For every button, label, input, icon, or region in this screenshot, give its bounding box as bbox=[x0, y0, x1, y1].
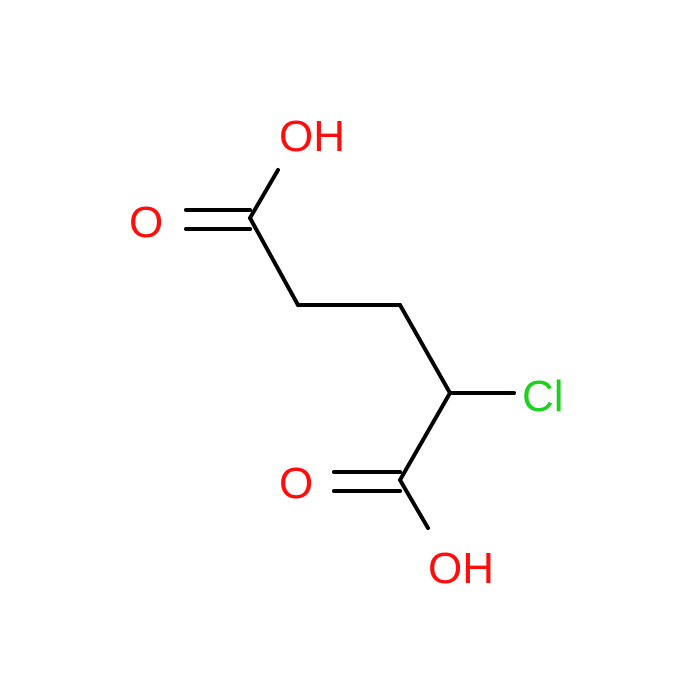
atom-bottom-hydroxyl: OH bbox=[428, 544, 494, 593]
bond-layer bbox=[184, 168, 516, 530]
bond-c4-c5 bbox=[398, 391, 452, 482]
atom-bottom-carbonyl-oxygen: O bbox=[279, 459, 313, 508]
atom-labels: OH O Cl O OH bbox=[129, 112, 564, 593]
atom-top-carbonyl-oxygen: O bbox=[129, 198, 163, 247]
bond-c3-c4 bbox=[398, 303, 452, 395]
bond-top-c-oh bbox=[248, 168, 280, 220]
bond-c1-c2 bbox=[248, 216, 300, 307]
atom-chlorine: Cl bbox=[522, 372, 564, 421]
bond-bottom-c-oh bbox=[398, 478, 430, 530]
atom-top-hydroxyl: OH bbox=[279, 112, 345, 161]
